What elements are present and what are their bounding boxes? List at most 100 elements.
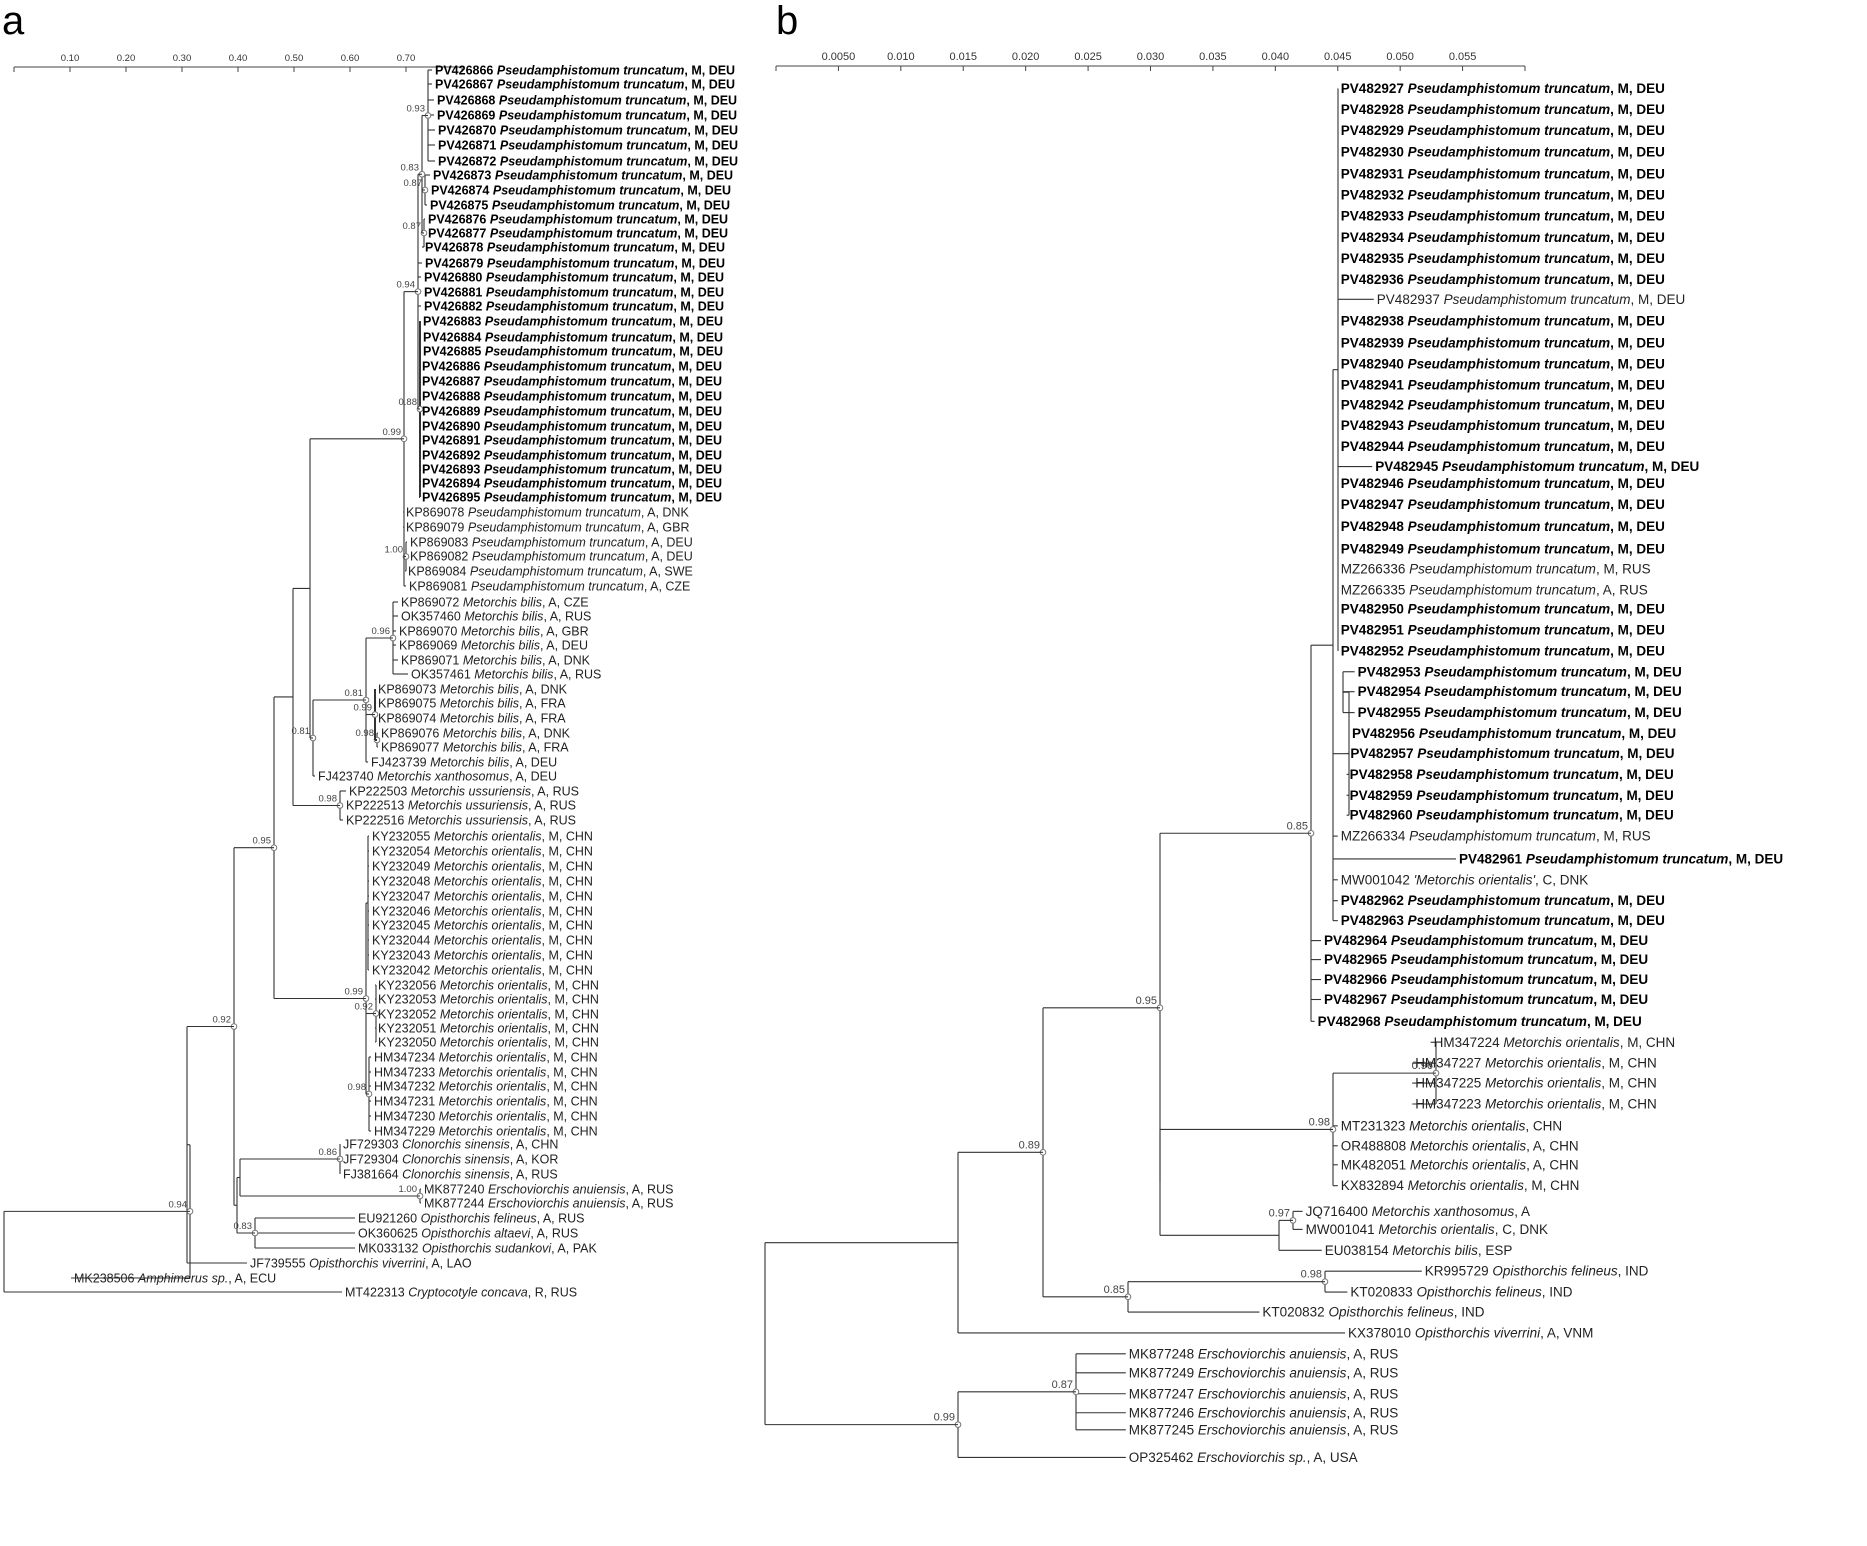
species-name: Pseudamphistomum truncatum [1408, 314, 1611, 329]
sample-info: , A, RUS [528, 799, 576, 813]
support-value: 0.87 [404, 178, 423, 189]
panel-a-branches [3, 69, 435, 1293]
accession-number: MT422313 [345, 1286, 408, 1300]
species-name: Metorchis orientalis [1410, 1157, 1527, 1172]
species-name: Opisthorchis viverrini [309, 1257, 426, 1271]
species-name: Metorchis orientalis [434, 934, 542, 948]
sample-info: , CHN [1525, 1118, 1562, 1133]
support-value: 0.86 [319, 1147, 338, 1158]
accession-number: PV482933 [1341, 208, 1408, 223]
leaf-label: PV482953 Pseudamphistomum truncatum, M, … [1358, 664, 1682, 679]
sample-info: , A, RUS [1346, 1405, 1398, 1420]
species-name: Pseudamphistomum truncatum [1408, 377, 1611, 392]
leaf-label: FJ423740 Metorchis xanthosomus, A, DEU [318, 770, 557, 784]
scale-tick-label: 0.70 [397, 53, 416, 64]
leaf-label: MK877245 Erschoviorchis anuiensis, A, RU… [1129, 1422, 1398, 1437]
sample-info: , A, CHN [510, 1138, 559, 1152]
sample-info: , M, DEU [1620, 746, 1675, 761]
leaf-label: PV482965 Pseudamphistomum truncatum, M, … [1324, 952, 1648, 967]
accession-number: PV426869 [437, 109, 499, 123]
leaf-label: PV482931 Pseudamphistomum truncatum, M, … [1341, 166, 1665, 181]
species-name: Pseudamphistomum truncatum [484, 449, 672, 463]
leaf-label: PV482944 Pseudamphistomum truncatum, M, … [1341, 439, 1665, 454]
species-name: Pseudamphistomum truncatum [485, 345, 673, 359]
sample-info: , M, DEU [1610, 476, 1665, 491]
accession-number: MZ266335 [1341, 583, 1409, 598]
sample-info: , A, FRA [522, 741, 569, 755]
sample-info: , A, RUS [626, 1197, 674, 1211]
leaf-label: PV482961 Pseudamphistomum truncatum, M, … [1459, 851, 1783, 866]
accession-number: KP869071 [401, 654, 463, 668]
support-value: 0.98 [356, 728, 375, 739]
sample-info: , M, DEU [1610, 272, 1665, 287]
leaf-label: PV482951 Pseudamphistomum truncatum, M, … [1341, 622, 1665, 637]
panel-a-leaf-labels: PV426866 Pseudamphistomum truncatum , M, … [74, 64, 738, 1300]
leaf-label: KP869069 Metorchis bilis, A, DEU [399, 639, 588, 653]
species-name: Pseudamphistomum truncatum [1408, 476, 1611, 491]
leaf-label: PV482939 Pseudamphistomum truncatum, M, … [1341, 336, 1665, 351]
species-name: Pseudamphistomum truncatum [1391, 933, 1594, 948]
accession-number: PV426886 [422, 360, 484, 374]
sample-info: , M, RUS [1596, 562, 1651, 577]
sample-info: , M, DEU [673, 271, 724, 285]
sample-info: , M, DEU [677, 213, 728, 227]
species-name: Pseudamphistomum truncatum [1391, 952, 1594, 967]
scale-tick-label: 0.20 [117, 53, 136, 64]
species-name: Metorchis bilis [474, 668, 553, 682]
accession-number: PV482968 [1318, 1014, 1385, 1029]
leaf-label: PV482929 Pseudamphistomum truncatum, M, … [1341, 123, 1665, 138]
sample-info: , M, DEU [684, 78, 735, 92]
accession-number: PV482947 [1341, 497, 1408, 512]
sample-info: , M, DEU [1619, 767, 1674, 782]
accession-number: MT231323 [1341, 1118, 1409, 1133]
accession-number: EU921260 [358, 1212, 421, 1226]
species-name: Pseudamphistomum truncatum [472, 550, 645, 564]
species-name: Pseudamphistomum truncatum [1408, 251, 1611, 266]
sample-info: , A, DNK [522, 727, 571, 741]
sample-info: , A, DNK [542, 654, 591, 668]
sample-info: , M, DEU [1610, 102, 1665, 117]
accession-number: PV482932 [1341, 187, 1408, 202]
sample-info: , M, DEU [1610, 208, 1665, 223]
leaf-label: PV482927 Pseudamphistomum truncatum, M, … [1341, 81, 1665, 96]
sample-info: , M, DEU [1610, 356, 1665, 371]
leaf-label: MK877248 Erschoviorchis anuiensis, A, RU… [1129, 1346, 1398, 1361]
leaf-label: PV426888 Pseudamphistomum truncatum, M, … [422, 390, 722, 404]
species-name: Metorchis orientalis [440, 993, 548, 1007]
sample-info: , R, RUS [528, 1286, 577, 1300]
sample-info: , M, DEU [1645, 459, 1700, 474]
support-value: 0.83 [401, 162, 420, 173]
sample-info: , M, DEU [1728, 851, 1783, 866]
leaf-label: PV426886 Pseudamphistomum truncatum, M, … [422, 360, 722, 374]
species-name: Metorchis orientalis [1408, 1178, 1525, 1193]
sample-info: , M, DEU [1610, 123, 1665, 138]
leaf-label: MW001041 Metorchis orientalis, C, DNK [1306, 1222, 1548, 1237]
species-name: Pseudamphistomum truncatum [1408, 418, 1611, 433]
leaf-label: JF739555 Opisthorchis viverrini, A, LAO [250, 1257, 472, 1271]
sample-info: , M, DEU [1610, 439, 1665, 454]
accession-number: PV426866 [435, 64, 497, 78]
accession-number: PV426879 [425, 257, 487, 271]
sample-info: , A, RUS [553, 668, 601, 682]
species-name: Pseudamphistomum truncatum [484, 477, 672, 491]
accession-number: PV482948 [1341, 519, 1408, 534]
leaf-label: MZ266335 Pseudamphistomum truncatum, A, … [1341, 583, 1648, 598]
accession-number: MK877246 [1129, 1405, 1198, 1420]
accession-number: OK360625 [358, 1227, 421, 1241]
sample-info: , M, DEU [1619, 788, 1674, 803]
sample-info: , A, RUS [626, 1183, 674, 1197]
support-value: 0.96 [1412, 1060, 1433, 1072]
species-name: Metorchis orientalis [439, 1051, 547, 1065]
sample-info: , M, DEU [1627, 705, 1682, 720]
species-name: Opisthorchis sudankovi [422, 1242, 552, 1256]
species-name: Metorchis orientalis [439, 1125, 547, 1139]
sample-info: , M, CHN [546, 1125, 597, 1139]
leaf-label: MK877240 Erschoviorchis anuiensis, A, RU… [424, 1183, 673, 1197]
species-name: Pseudamphistomum truncatum [1408, 439, 1611, 454]
species-name: Metorchis orientalis [439, 1080, 547, 1094]
sample-info: , M, CHN [1620, 1035, 1676, 1050]
sample-info: , A, RUS [1596, 583, 1648, 598]
species-name: Pseudamphistomum truncatum [1408, 187, 1611, 202]
sample-info: , M, CHN [542, 845, 593, 859]
